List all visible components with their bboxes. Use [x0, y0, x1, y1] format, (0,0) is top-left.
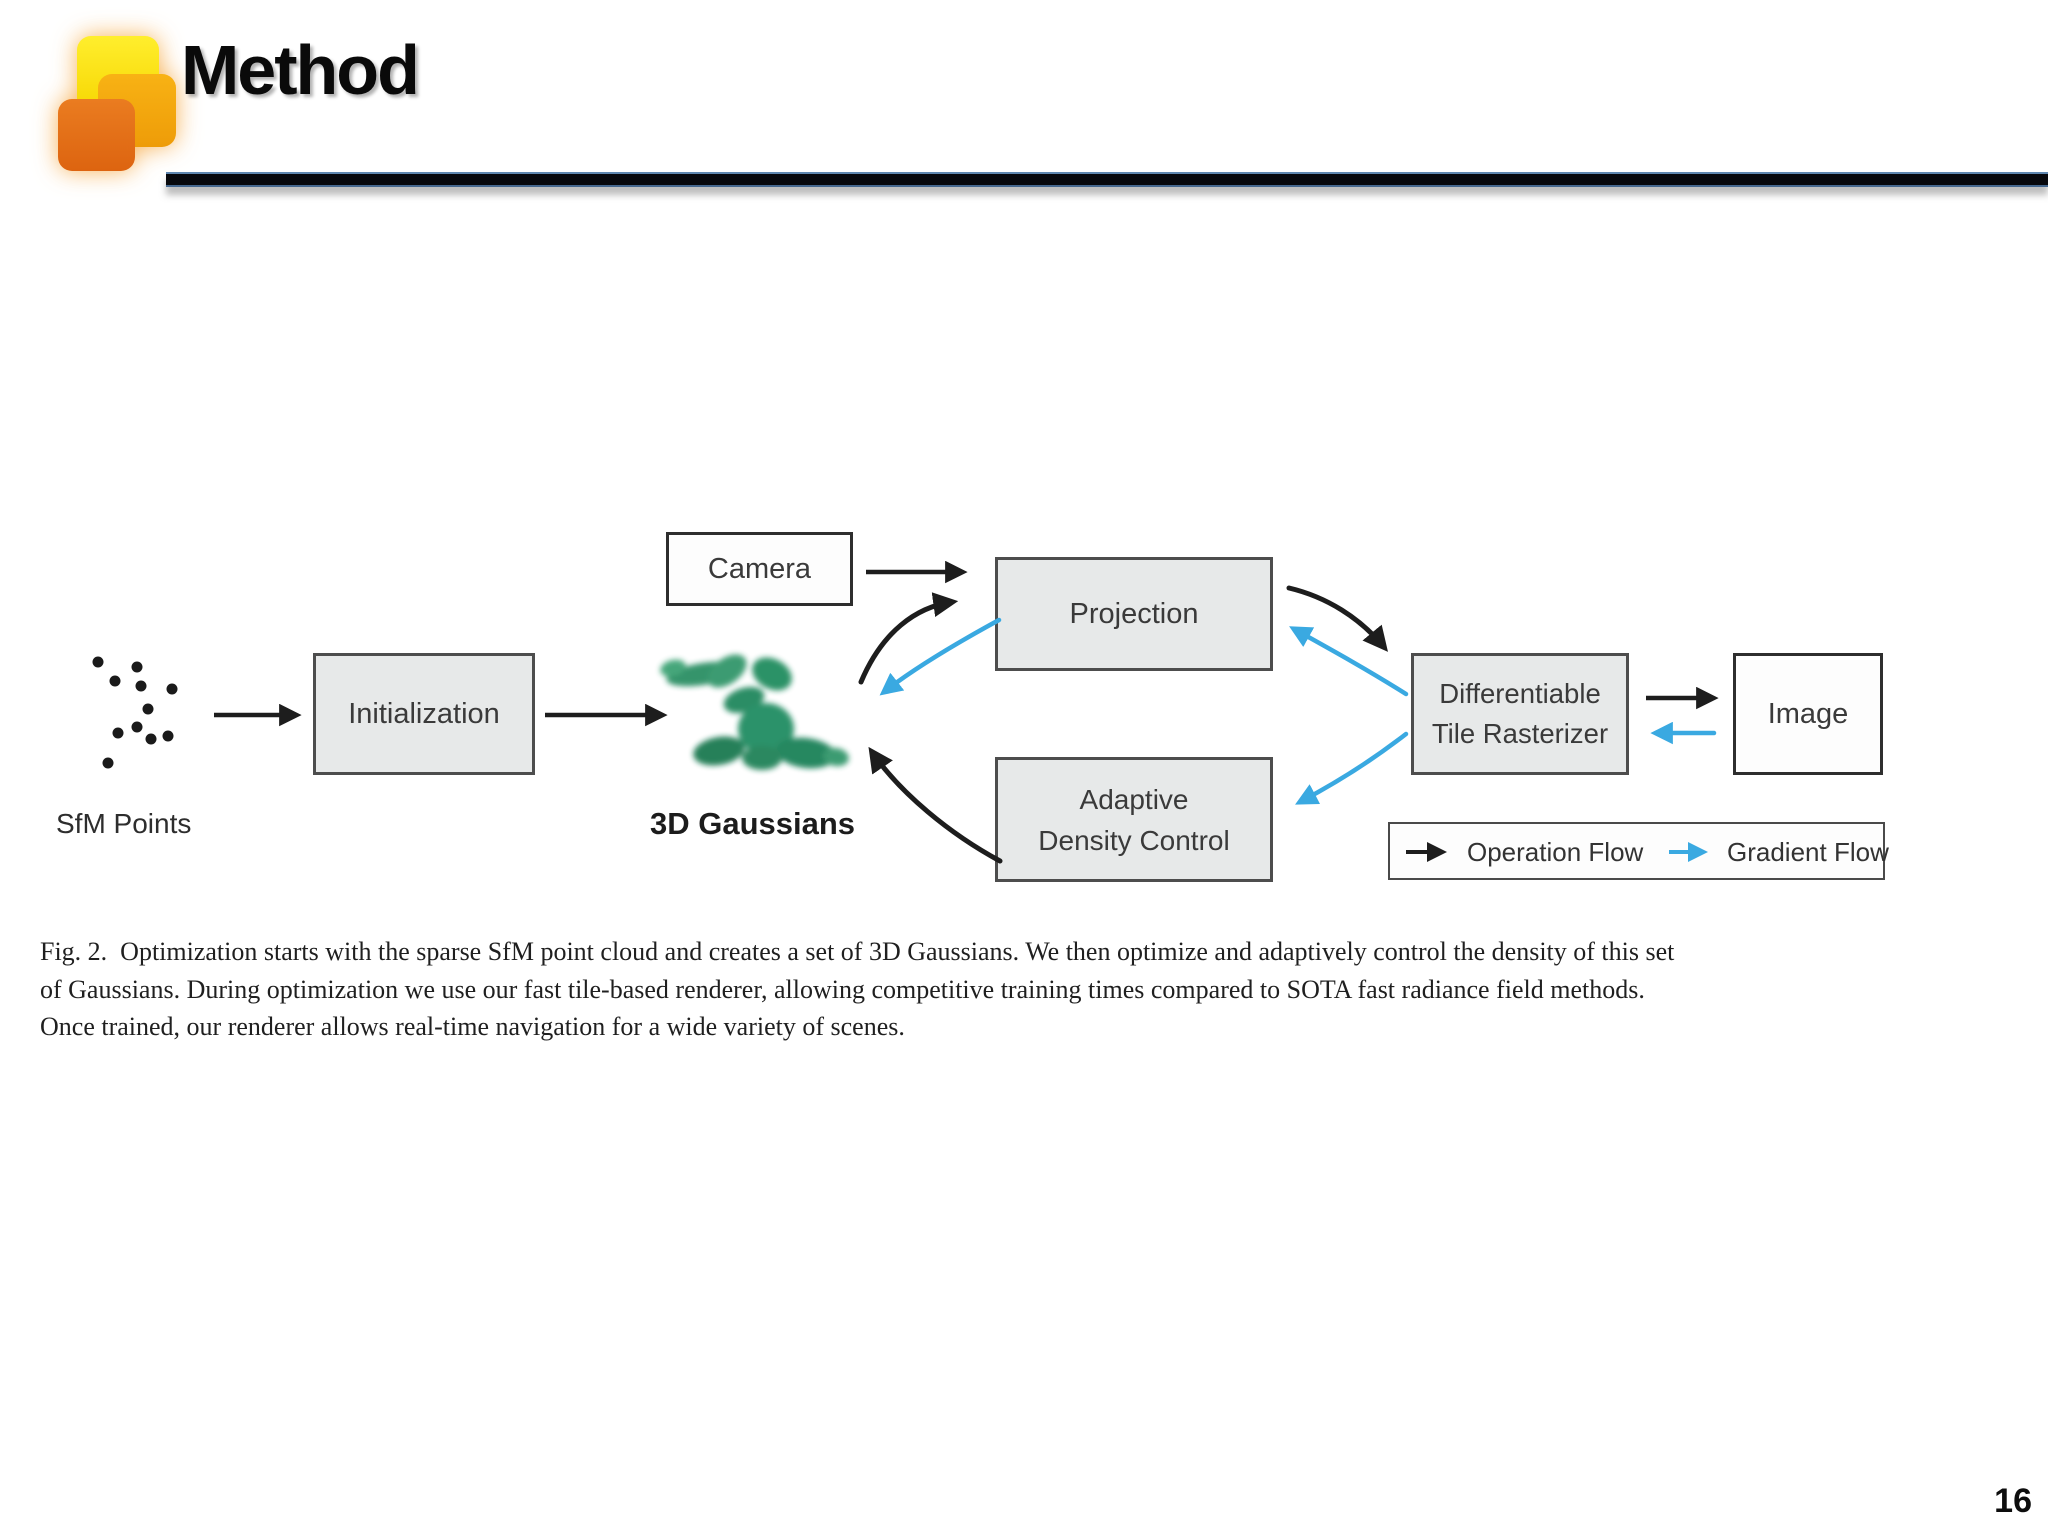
- curve-rasterizer-to-adc: [1295, 731, 1409, 805]
- node-adaptive-density-control: Adaptive Density Control: [995, 757, 1273, 882]
- node-image: Image: [1733, 653, 1883, 775]
- dtr-line1: Differentiable: [1439, 678, 1601, 709]
- curve-gaussians-to-projection: [858, 592, 959, 685]
- title-underline: [166, 172, 2048, 187]
- sfm-points-label: SfM Points: [56, 808, 192, 839]
- node-initialization: Initialization: [313, 653, 535, 775]
- 3d-gaussians-label: 3D Gaussians: [650, 806, 856, 841]
- curve-rasterizer-to-projection: [1289, 626, 1409, 697]
- curve-projection-to-rasterizer: [1286, 585, 1388, 652]
- legend-gradient-flow-label: Gradient Flow: [1727, 837, 1889, 867]
- logo-square-orange: [58, 99, 135, 171]
- adc-line1: Adaptive: [1079, 783, 1189, 815]
- legend-box: [1388, 822, 1885, 880]
- node-projection: Projection: [995, 557, 1273, 671]
- sfm-point-cloud: [92, 656, 178, 769]
- node-camera: Camera: [666, 532, 853, 606]
- slide-title: Method: [181, 31, 420, 109]
- node-projection-label: Projection: [1069, 597, 1199, 630]
- slides-logo-icon: [55, 28, 185, 176]
- 3d-gaussians-blob: [660, 654, 849, 770]
- adc-line2: Density Control: [1038, 824, 1230, 856]
- node-initialization-label: Initialization: [348, 697, 500, 730]
- dtr-line2: Tile Rasterizer: [1431, 718, 1609, 749]
- node-image-label: Image: [1767, 697, 1849, 730]
- node-differentiable-tile-rasterizer: Differentiable Tile Rasterizer: [1411, 653, 1629, 775]
- curve-adc-to-gaussians: [868, 746, 1003, 864]
- page-number: 16: [1994, 1482, 2032, 1520]
- curve-projection-to-gaussians: [879, 617, 1002, 696]
- caption-line-1: Fig. 2. Optimization starts with the spa…: [40, 937, 1675, 966]
- caption-line-2: of Gaussians. During optimization we use…: [40, 974, 1645, 1004]
- node-camera-label: Camera: [707, 552, 812, 585]
- legend-operation-flow-label: Operation Flow: [1467, 837, 1644, 867]
- caption-line-3: Once trained, our renderer allows real-t…: [40, 1012, 905, 1041]
- figure-caption: Fig. 2. Optimization starts with the spa…: [40, 933, 1674, 1046]
